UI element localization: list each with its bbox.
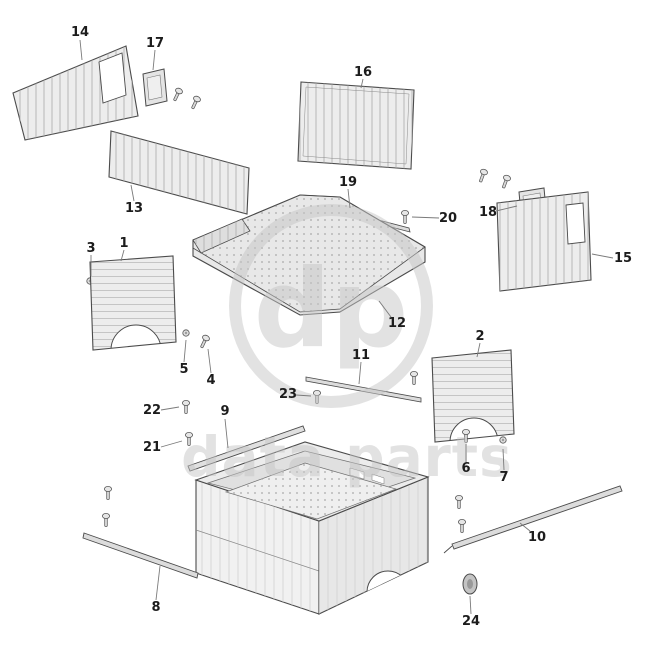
part-12-floor-panel [192,194,426,316]
screw-icon-22 [181,399,191,414]
callout-22: 22 [143,403,180,418]
screw-icon-4 [197,333,211,350]
part-17-small-panel [142,68,168,107]
callout-3-label: 3 [86,241,95,256]
callout-8: 8 [151,565,161,615]
truck-bed-body [194,441,430,615]
callout-7: 7 [499,448,509,485]
callout-2: 2 [475,329,485,358]
screw-icon [170,86,184,103]
callout-19-label: 19 [339,175,357,190]
callout-8-label: 8 [151,600,160,615]
callout-2-label: 2 [475,329,484,344]
callout-17: 17 [146,36,164,71]
part-16-front-panel [297,81,415,170]
callout-13: 13 [125,184,143,216]
callouts: 14 17 16 13 19 20 18 15 [71,25,632,629]
callout-24: 24 [462,595,480,629]
screw-icon [409,370,419,385]
part-10-moulding [443,485,623,554]
callout-7-label: 7 [499,470,508,485]
part-8-trim-strip [82,532,199,579]
screw-icon [499,173,512,190]
screw-icon [457,519,467,533]
callout-18: 18 [479,205,518,220]
part-24-grommet [462,573,478,595]
callout-11: 11 [352,348,370,385]
callout-21: 21 [143,440,183,455]
screw-icon [104,485,112,500]
watermark-brand: data parts [181,425,513,489]
callout-15: 15 [591,251,632,266]
part-15-side-panel [496,191,592,292]
callout-11-label: 11 [352,348,370,363]
screw-icon [102,513,110,527]
callout-17-label: 17 [146,36,164,51]
callout-9-label: 9 [220,404,229,419]
callout-18-label: 18 [479,205,497,220]
callout-20: 20 [411,211,457,226]
callout-4-label: 4 [206,373,215,388]
part-1-side-panel [89,255,177,351]
callout-13-label: 13 [125,201,143,216]
callout-22-label: 22 [143,403,161,418]
callout-15-label: 15 [614,251,632,266]
watermark: dp data parts [181,204,513,489]
callout-6: 6 [461,444,471,476]
callout-9: 9 [220,404,230,449]
callout-20-label: 20 [439,211,457,226]
callout-5: 5 [179,339,189,377]
watermark-logo: dp [254,247,409,372]
part-13-inner-panel [108,130,250,215]
callout-1-label: 1 [119,236,128,251]
watermark-ring-icon [229,204,433,408]
callout-12: 12 [378,300,406,331]
callout-16: 16 [354,65,372,89]
screw-icon-20 [400,209,410,224]
callout-14: 14 [71,25,89,61]
callout-10-label: 10 [528,530,546,545]
screw-icon [188,94,202,111]
callout-24-label: 24 [462,614,480,629]
screw-icon [454,494,464,509]
callout-6-label: 6 [461,461,470,476]
part-2-side-panel [431,349,515,443]
callout-5-label: 5 [179,362,188,377]
callout-23: 23 [279,387,312,402]
callout-14-label: 14 [71,25,89,40]
callout-19: 19 [339,175,357,209]
callout-12-label: 12 [388,316,406,331]
part-14-side-panel [12,45,139,141]
callout-10: 10 [519,522,546,545]
callout-3: 3 [86,241,96,276]
callout-16-label: 16 [354,65,372,80]
clip-icon-5 [182,329,190,337]
screw-icon [476,167,489,184]
callout-23-label: 23 [279,387,297,402]
callout-21-label: 21 [143,440,161,455]
part-9-moulding [187,425,306,472]
callout-4: 4 [206,348,216,388]
callout-1: 1 [119,236,129,262]
